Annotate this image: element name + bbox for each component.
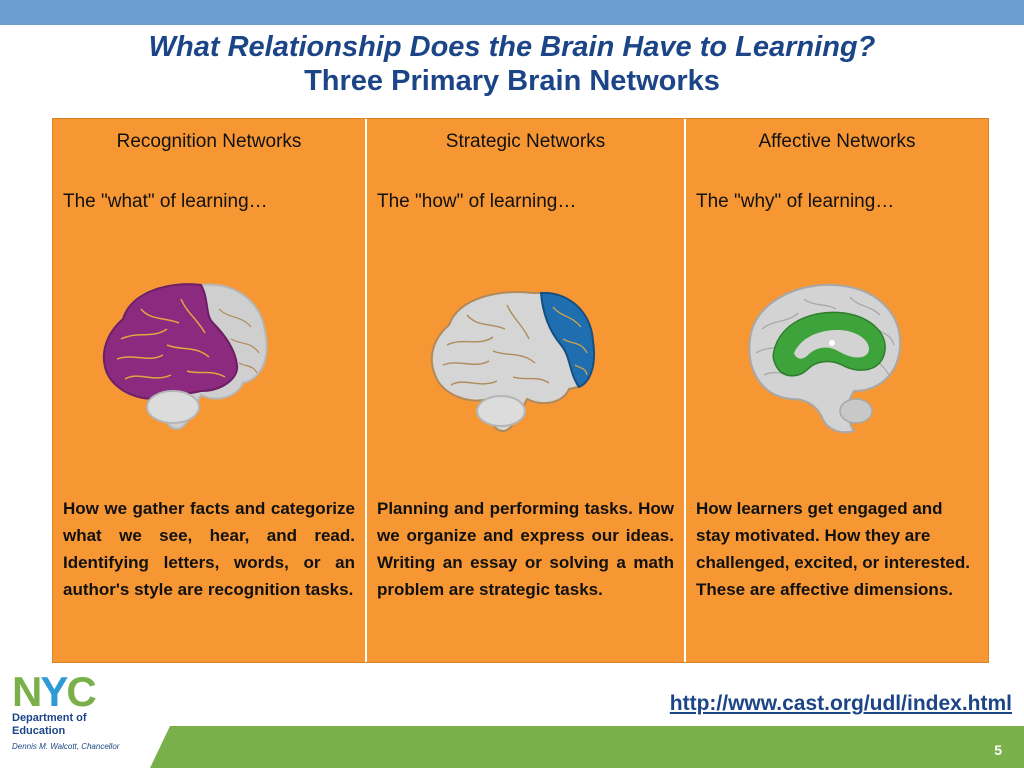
brain-strategic-icon bbox=[430, 291, 595, 433]
column-subtitle: The "how" of learning… bbox=[377, 191, 577, 212]
recognition-column: Recognition Networks The "what" of learn… bbox=[53, 119, 365, 662]
brain-affective-icon bbox=[748, 283, 902, 434]
column-heading: Affective Networks bbox=[758, 131, 916, 152]
nyc-logo: NYC bbox=[10, 672, 122, 710]
networks-panel: Recognition Networks The "what" of learn… bbox=[52, 118, 989, 663]
top-bar bbox=[0, 0, 1024, 25]
slide-title: What Relationship Does the Brain Have to… bbox=[0, 30, 1024, 98]
column-description: How learners get engaged and stay motiva… bbox=[696, 499, 970, 599]
column-heading: Recognition Networks bbox=[116, 131, 302, 152]
title-line-1: What Relationship Does the Brain Have to… bbox=[148, 31, 876, 63]
brain-recognition-icon bbox=[102, 283, 268, 431]
affective-column: Affective Networks The "why" of learning… bbox=[684, 119, 988, 662]
column-subtitle: The "what" of learning… bbox=[63, 191, 268, 212]
column-subtitle: The "why" of learning… bbox=[696, 191, 895, 212]
cast-link[interactable]: http://www.cast.org/udl/index.html bbox=[669, 692, 1012, 715]
department-name: Department of Education bbox=[12, 712, 87, 737]
column-description: Planning and performing tasks. How we or… bbox=[377, 499, 674, 599]
bottom-bar bbox=[150, 726, 1024, 768]
page-number: 5 bbox=[994, 742, 1002, 758]
strategic-column: Strategic Networks The "how" of learning… bbox=[365, 119, 684, 662]
title-line-2: Three Primary Brain Networks bbox=[304, 65, 720, 97]
column-heading: Strategic Networks bbox=[445, 131, 606, 152]
svg-text:NYC: NYC bbox=[12, 672, 96, 710]
column-description: How we gather facts and categorize what … bbox=[63, 499, 355, 599]
chancellor-name: Dennis M. Walcott, Chancellor bbox=[12, 742, 120, 751]
